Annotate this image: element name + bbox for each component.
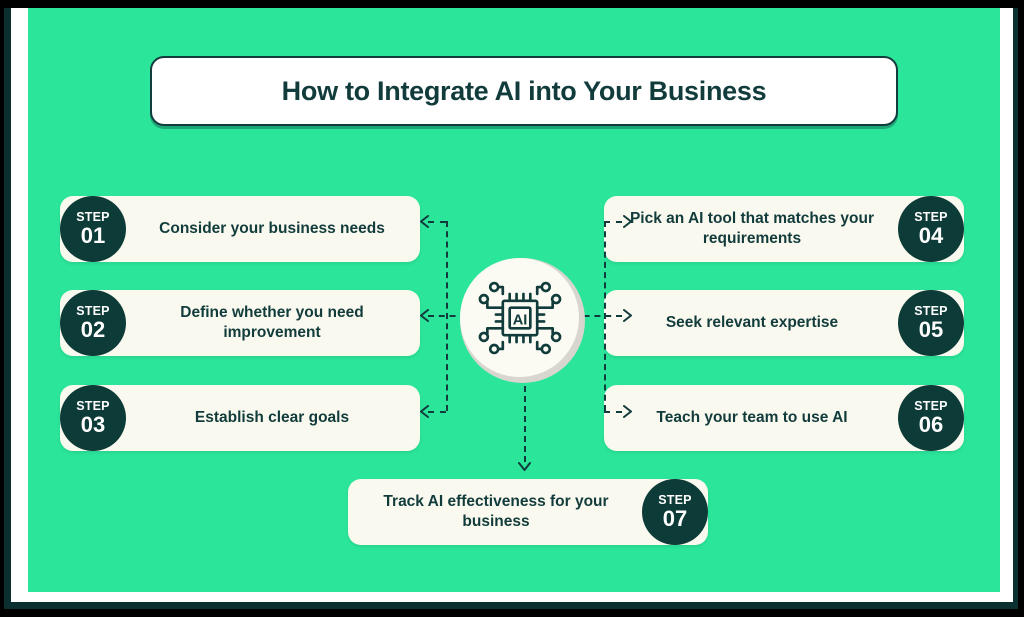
- connector-bottom-line: [524, 386, 526, 462]
- step-badge-03-word: STEP: [76, 399, 110, 414]
- step-badge-01[interactable]: STEP 01: [60, 196, 126, 262]
- connector-arrow-right-2: [623, 309, 632, 322]
- ai-chip-label: AI: [512, 312, 527, 328]
- step-badge-07-number: 07: [662, 505, 688, 531]
- step-card-01-text: Consider your business needs: [159, 220, 385, 238]
- step-badge-03[interactable]: STEP 03: [60, 385, 126, 451]
- connector-right-branch-2: [562, 315, 622, 317]
- connector-left-branch-3: [428, 411, 446, 413]
- step-badge-05-word: STEP: [914, 304, 948, 319]
- connector-arrow-right-3: [623, 405, 632, 418]
- connector-arrow-left-2: [420, 309, 429, 322]
- connector-left-branch-1: [428, 221, 446, 223]
- step-badge-02-word: STEP: [76, 304, 110, 319]
- step-badge-06-word: STEP: [914, 399, 948, 414]
- connector-arrow-left-3: [420, 405, 429, 418]
- step-card-07-text: Track AI effectiveness for your business: [383, 493, 609, 530]
- center-medallion: AI: [460, 258, 585, 383]
- step-badge-05[interactable]: STEP 05: [898, 290, 964, 356]
- step-card-04-text: Pick an AI tool that matches your requir…: [629, 210, 875, 247]
- page-title-box: How to Integrate AI into Your Business: [150, 56, 898, 126]
- step-badge-04-number: 04: [918, 222, 944, 248]
- step-card-05-text: Seek relevant expertise: [665, 314, 839, 332]
- step-badge-01-word: STEP: [76, 210, 110, 225]
- step-card-02-text: Define whether you need improvement: [180, 304, 364, 341]
- step-badge-01-number: 01: [80, 222, 106, 248]
- connector-right-branch-1: [604, 221, 622, 223]
- connector-arrow-left-1: [420, 215, 429, 228]
- step-card-03-text: Establish clear goals: [194, 409, 350, 427]
- infographic-canvas: How to Integrate AI into Your Business: [28, 8, 1000, 592]
- step-badge-02[interactable]: STEP 02: [60, 290, 126, 356]
- step-badge-07[interactable]: STEP 07: [642, 479, 708, 545]
- step-card-06-text: Teach your team to use AI: [656, 409, 848, 427]
- center-medallion-face: AI: [460, 258, 579, 377]
- step-badge-03-number: 03: [80, 411, 106, 437]
- step-badge-07-word: STEP: [658, 493, 692, 508]
- connector-right-branch-3: [604, 411, 622, 413]
- connector-arrow-right-1: [623, 215, 632, 228]
- step-badge-06-number: 06: [918, 411, 944, 437]
- step-badge-04-word: STEP: [914, 210, 948, 225]
- step-badge-02-number: 02: [80, 316, 106, 342]
- page-title: How to Integrate AI into Your Business: [281, 75, 767, 106]
- connector-left-branch-2: [428, 315, 488, 317]
- ai-chip-icon: AI: [478, 281, 561, 354]
- step-badge-04[interactable]: STEP 04: [898, 196, 964, 262]
- step-badge-06[interactable]: STEP 06: [898, 385, 964, 451]
- connector-arrow-bottom: [518, 462, 531, 471]
- step-badge-05-number: 05: [918, 316, 944, 342]
